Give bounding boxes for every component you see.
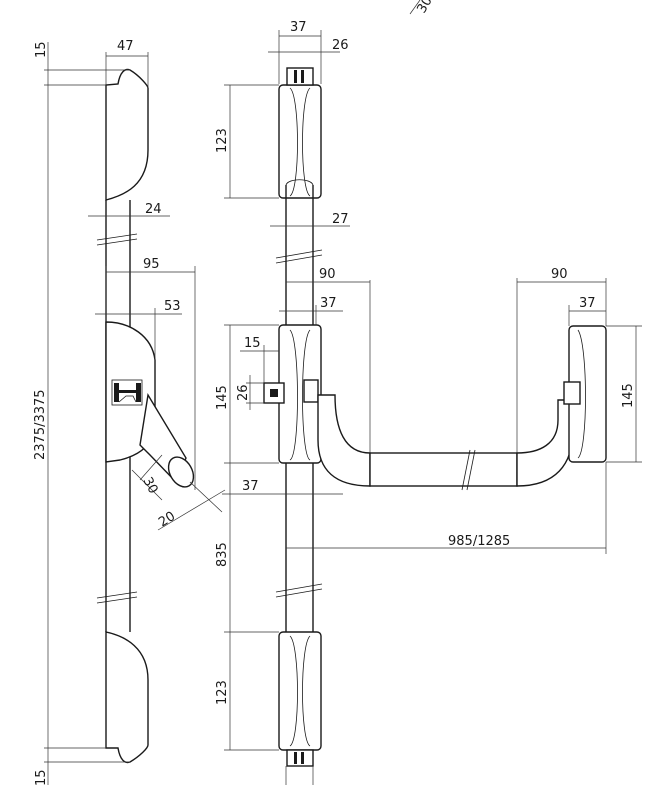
side-break-upper-2 bbox=[96, 238, 138, 246]
side-break-upper-1 bbox=[96, 233, 138, 241]
front-top-cap bbox=[278, 84, 322, 199]
side-bottom-cap bbox=[105, 631, 149, 764]
side-handle-end bbox=[167, 456, 195, 488]
dim-15-bottom: 15 bbox=[34, 769, 49, 786]
dim-15-top: 15 bbox=[34, 41, 49, 58]
dim-37-top: 37 bbox=[290, 20, 307, 35]
dim-30-small: 30 bbox=[139, 475, 160, 497]
side-view: 15 2375/3375 15 47 24 95 53 30 20 bbox=[33, 39, 226, 786]
dim-26-top: 26 bbox=[332, 38, 349, 53]
side-break-lower-1 bbox=[96, 591, 138, 599]
dim-24: 24 bbox=[145, 202, 162, 217]
dim-26-mid: 26 bbox=[236, 384, 251, 401]
dim-37-lower: 37 bbox=[242, 479, 259, 494]
dim-90-right: 90 bbox=[551, 267, 568, 282]
dim-145-left: 145 bbox=[215, 385, 230, 410]
dim-2375-3375: 2375/3375 bbox=[33, 389, 48, 460]
front-view: 37 26 123 27 90 37 15 26 145 37 bbox=[215, 20, 607, 785]
dim-20: 20 bbox=[156, 509, 178, 530]
dim-37-mid: 37 bbox=[320, 296, 337, 311]
front-bottom-cap bbox=[278, 631, 322, 751]
dim-90-left: 90 bbox=[319, 267, 336, 282]
side-top-cap bbox=[105, 68, 149, 201]
dim-15-mid: 15 bbox=[244, 336, 261, 351]
dim-123-top: 123 bbox=[215, 128, 230, 153]
front-handle-arm-left bbox=[317, 394, 371, 487]
dim-53: 53 bbox=[164, 299, 181, 314]
dim-985-1285: 985/1285 bbox=[448, 534, 510, 549]
dim-30-corner: 30 bbox=[414, 0, 435, 16]
dim-123-bottom: 123 bbox=[215, 680, 230, 705]
dim-47: 47 bbox=[117, 39, 134, 54]
dim-145-right: 145 bbox=[621, 383, 636, 408]
dim-95: 95 bbox=[143, 257, 160, 272]
front-push-bar bbox=[369, 452, 518, 487]
dim-27: 27 bbox=[332, 212, 349, 227]
right-dimensions: 90 37 145 bbox=[516, 267, 642, 463]
side-key-symbol bbox=[111, 379, 143, 406]
front-handle-arm-right bbox=[516, 399, 574, 487]
dim-835: 835 bbox=[215, 542, 230, 567]
side-break-lower-2 bbox=[96, 596, 138, 604]
dim-37-right: 37 bbox=[579, 296, 596, 311]
